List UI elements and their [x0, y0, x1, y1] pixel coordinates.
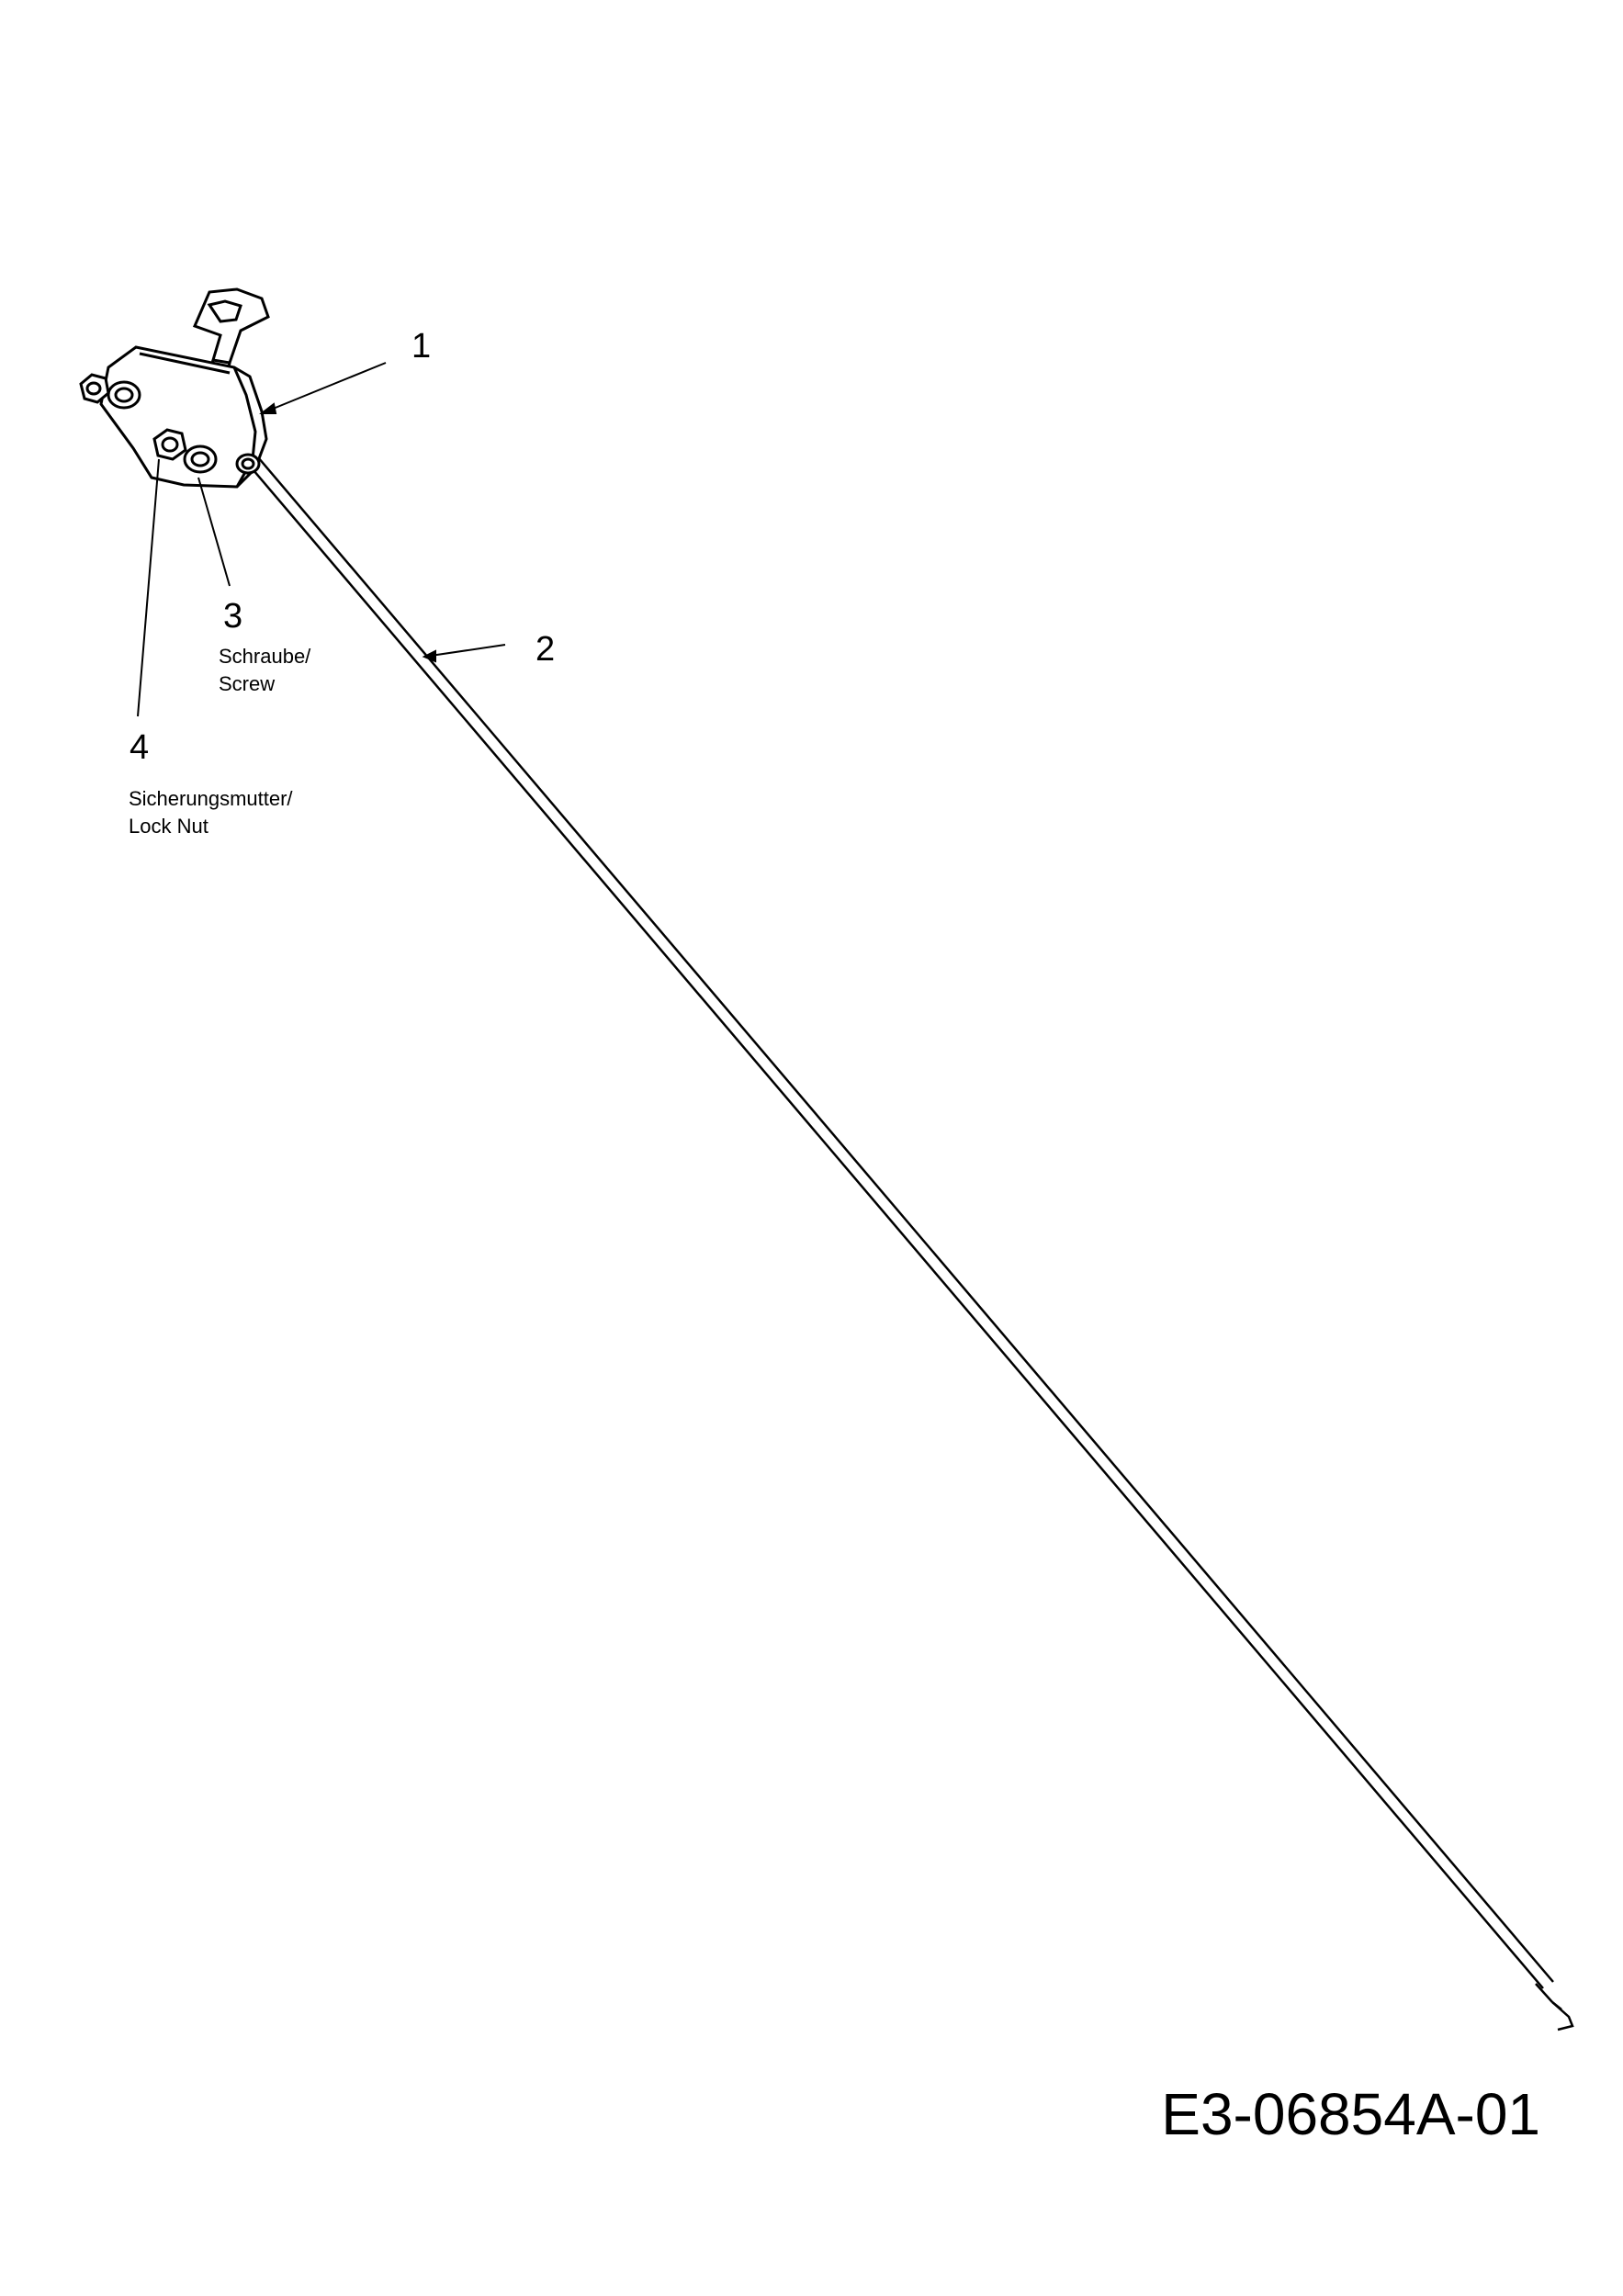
callout-4-description: Sicherungsmutter/ Lock Nut [129, 785, 293, 839]
callout-1-number: 1 [411, 327, 432, 366]
callout-3-number: 3 [223, 597, 243, 636]
callout-4-desc-en: Lock Nut [129, 814, 209, 838]
control-lever-housing [99, 287, 270, 489]
callout-2-number: 2 [535, 630, 556, 669]
callout-4-number: 4 [130, 728, 150, 767]
leader-1 [261, 362, 387, 414]
leader-3 [197, 477, 231, 587]
leader-4 [137, 458, 160, 717]
document-code: E3-06854A-01 [1161, 2081, 1540, 2147]
leader-lines [137, 362, 506, 717]
leader-2 [423, 644, 506, 658]
callout-3-desc-de: Schraube/ [219, 645, 311, 668]
callout-4-desc-de: Sicherungsmutter/ [129, 787, 293, 810]
callout-3-desc-en: Screw [219, 671, 276, 695]
control-cable [247, 456, 1574, 2032]
callout-3-description: Schraube/ Screw [219, 643, 310, 697]
fasteners [79, 373, 218, 474]
